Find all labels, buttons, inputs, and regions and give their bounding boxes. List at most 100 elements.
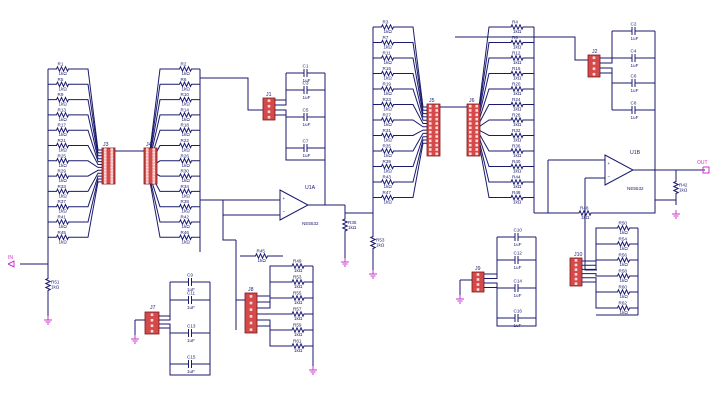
header-pin	[475, 135, 479, 138]
resistor-value: 1kΩ	[384, 29, 393, 34]
resistor-ref: R9	[58, 92, 64, 97]
resistor-ref: R30	[181, 169, 190, 174]
output-port-icon[interactable]	[702, 166, 710, 174]
u1b-in-wire	[534, 160, 549, 214]
resistor-ref: R23	[383, 97, 392, 102]
resistor-ref: R4	[512, 20, 518, 25]
resistor-ref: R34	[181, 184, 190, 189]
pin-header-j2[interactable]	[587, 54, 601, 78]
j2-cap-wire	[600, 72, 613, 110]
resistor-ref: R21	[58, 138, 67, 143]
wire-to-j3	[77, 114, 102, 160]
resistor-value: 1kΩ	[182, 132, 191, 137]
feedback-wire	[222, 200, 236, 241]
pin-header-j3[interactable]	[101, 147, 116, 185]
resistor-value: 1kΩ	[59, 224, 68, 229]
j8-res-wire	[257, 297, 283, 309]
resistor-ref: R25	[58, 153, 67, 158]
header-pin	[468, 126, 472, 130]
resistor	[500, 163, 534, 170]
resistor-ref: R55	[293, 291, 302, 296]
header-body	[426, 103, 441, 157]
capacitor-ref: C14	[514, 279, 523, 284]
resistor-ref: R31	[383, 128, 392, 133]
resistor	[500, 85, 534, 93]
resistor	[500, 194, 534, 201]
input-wire	[20, 252, 49, 265]
resistor-ref: R5	[58, 77, 64, 82]
resistor-value: 1kΩ	[59, 239, 68, 244]
header-ref: J5	[429, 98, 435, 104]
resistor-value: 1kΩ	[182, 71, 191, 76]
header-pin	[103, 157, 107, 160]
j2-cap-wire	[600, 67, 613, 83]
header-pin	[145, 163, 149, 166]
header-pin	[249, 295, 253, 298]
header-pin	[145, 157, 149, 160]
wire-to-j5	[402, 142, 427, 198]
header-pin	[476, 283, 480, 286]
wire-to-j3	[77, 172, 102, 192]
pin-header-j6[interactable]	[466, 103, 481, 157]
resistor-ref: R15	[383, 66, 392, 71]
header-pin	[468, 143, 472, 147]
header-pin	[428, 143, 432, 147]
wire-to-j6	[475, 42, 500, 111]
resistor	[609, 288, 638, 296]
header-pin	[435, 122, 439, 125]
header-pin	[435, 148, 439, 151]
resistor	[48, 142, 77, 149]
output-port-label: OUT	[697, 160, 708, 166]
header-pin	[249, 301, 253, 305]
pin-header-j8[interactable]	[244, 292, 258, 334]
resistor	[48, 111, 77, 119]
header-pin	[110, 151, 114, 154]
pin-header-j9[interactable]	[471, 271, 485, 293]
header-pin	[145, 181, 149, 184]
header-pin	[476, 273, 480, 276]
wire-to-j3	[77, 169, 102, 177]
capacitor-value: 1uF	[631, 115, 639, 120]
j8-res-wire	[257, 281, 283, 303]
header-pin	[110, 154, 114, 157]
header-body	[144, 311, 160, 335]
resistor-ref: R41	[58, 215, 67, 220]
pin-header-j10[interactable]	[569, 257, 583, 287]
resistor-value: 1kΩ	[294, 348, 303, 353]
resistor-ref: R48	[512, 190, 521, 195]
resistor-ref: R48	[580, 206, 589, 211]
resistor-ref: R1	[58, 62, 64, 67]
resistor-ref: R20	[512, 82, 521, 87]
resistor	[373, 178, 402, 186]
header-pin	[152, 166, 156, 169]
wire-to-j5	[402, 129, 427, 136]
resistor-value: 1kΩ	[59, 163, 68, 168]
resistor-ref: R54	[619, 237, 628, 242]
resistor-value: 1kΩ	[182, 86, 191, 91]
header-pin	[468, 117, 472, 121]
header-pin	[110, 166, 114, 169]
pin-header-j4[interactable]	[143, 147, 158, 185]
resistor-ref: R60	[619, 285, 628, 290]
header-body	[569, 257, 583, 287]
resistor	[373, 23, 402, 31]
pin-header-j5[interactable]	[426, 103, 441, 157]
header-pin	[435, 152, 439, 156]
pin-header-j7[interactable]	[144, 311, 160, 335]
resistor-value: 1kΩ	[384, 91, 393, 96]
input-port-icon[interactable]	[7, 260, 15, 268]
header-pin	[428, 152, 432, 156]
header-pin	[145, 154, 149, 157]
resistor-value: 1kΩ	[59, 148, 68, 153]
resistor-value: 1kΩ	[258, 258, 267, 263]
resistor-value: 1kΩ	[513, 153, 522, 158]
header-ref: J7	[150, 305, 156, 311]
header-ref: J1	[266, 92, 272, 98]
opamp-u1a	[279, 189, 310, 221]
header-pin	[103, 154, 107, 157]
header-pin	[574, 273, 578, 276]
wire-to-j5	[402, 88, 427, 121]
resistor-ref: R45	[58, 230, 67, 235]
pin-header-j1[interactable]	[262, 97, 276, 121]
resistor	[48, 218, 77, 226]
